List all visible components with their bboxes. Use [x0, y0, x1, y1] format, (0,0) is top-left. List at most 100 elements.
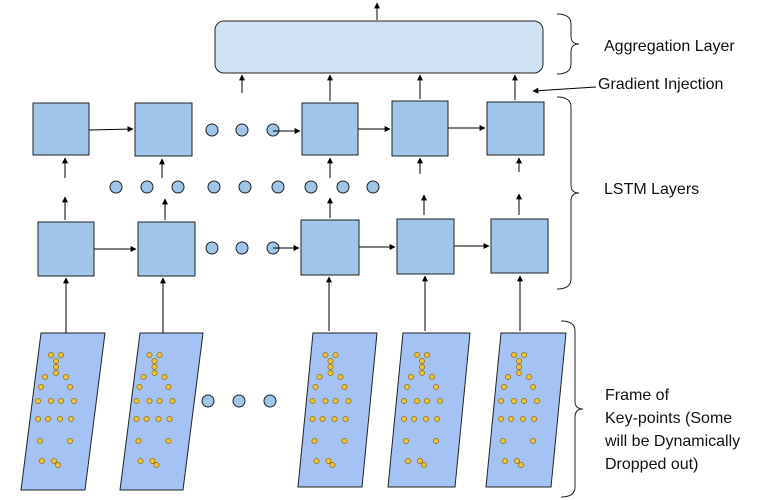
- aggregation-bracket: [556, 13, 580, 75]
- lstm-bracket: [556, 96, 580, 290]
- keypoint-dot: [133, 416, 140, 422]
- keypoint-dot: [153, 462, 160, 468]
- keypoint-dot: [341, 384, 348, 390]
- keypoint-frame: [485, 332, 567, 488]
- keypoint-dot: [516, 364, 522, 370]
- ellipsis-dot: [235, 241, 249, 255]
- keypoint-dot: [411, 416, 417, 422]
- lstm-cell-upper: [391, 100, 449, 157]
- brackets: [556, 13, 584, 498]
- ellipsis-dot: [140, 180, 154, 194]
- keypoint-dot: [501, 384, 507, 390]
- lstm-cell-lower: [490, 218, 549, 274]
- lstm-cell-lower: [396, 218, 455, 275]
- keypoint-dot: [133, 398, 140, 404]
- keypoint-dot: [514, 458, 520, 464]
- ellipsis-dots: [109, 123, 380, 408]
- keypoint-dot: [42, 374, 48, 380]
- ellipsis-dot: [235, 123, 249, 137]
- lstm-cell-upper: [486, 101, 545, 156]
- keypoint-dot: [143, 416, 150, 422]
- keypoint-dot: [327, 370, 334, 376]
- keypoint-dot: [498, 398, 504, 404]
- keypoint-dot: [403, 438, 409, 444]
- keypoint-dot: [161, 374, 168, 380]
- keypoint-dot: [429, 374, 435, 380]
- keypoint-dot: [155, 416, 162, 422]
- keypoint-dot: [419, 370, 425, 376]
- keypoint-dot: [508, 416, 514, 422]
- keypoint-dot: [53, 358, 59, 364]
- keypoint-dot: [521, 398, 527, 404]
- keypoint-dot: [520, 416, 526, 422]
- keypoint-dot: [63, 374, 69, 380]
- keypoint-dot: [408, 374, 414, 380]
- keypoint-dot: [57, 416, 63, 422]
- keypoint-dot: [149, 458, 156, 464]
- keypoint-dot: [35, 416, 41, 422]
- ellipsis-dot: [201, 394, 215, 408]
- gradient-injection-label: Gradient Injection: [598, 76, 724, 93]
- lstm-cell-upper: [301, 102, 359, 156]
- ellipsis-dot: [109, 180, 123, 194]
- keypoint-dot: [419, 364, 425, 370]
- keypoint-dot: [166, 416, 173, 422]
- keypoint-dot: [313, 458, 320, 464]
- keypoint-dot: [500, 438, 506, 444]
- frame-label-line: will be Dynamically: [605, 433, 741, 450]
- keypoint-dot: [526, 374, 532, 380]
- keypoint-dot: [434, 416, 440, 422]
- lstm-cell-upper: [32, 102, 90, 156]
- keypoint-dot: [55, 462, 61, 468]
- keypoint-dot: [37, 438, 43, 444]
- lstm-cell-upper: [134, 102, 193, 157]
- ellipsis-dot: [266, 123, 280, 137]
- keypoint-dot: [530, 384, 536, 390]
- ellipsis-dot: [304, 180, 318, 194]
- keypoint-dot: [140, 374, 147, 380]
- keypoint-dot: [502, 458, 508, 464]
- arrow: [532, 86, 597, 94]
- keypoint-dot: [521, 352, 527, 358]
- keypoint-dot: [417, 458, 423, 464]
- keypoint-frame: [387, 332, 471, 488]
- keypoint-dot: [156, 398, 163, 404]
- keypoint-dot: [316, 374, 323, 380]
- keypoint-dot: [419, 358, 425, 364]
- ellipsis-dot: [205, 241, 219, 255]
- arrow: [88, 126, 134, 133]
- keypoint-dot: [151, 364, 158, 370]
- keypoint-dot: [136, 384, 143, 390]
- keypoint-dot: [433, 438, 439, 444]
- keypoint-dot: [341, 438, 348, 444]
- keypoint-dot: [165, 438, 172, 444]
- keypoint-dot: [319, 416, 326, 422]
- keypoint-dot: [322, 352, 329, 358]
- keypoint-dot: [311, 438, 318, 444]
- keypoint-dot: [58, 352, 64, 358]
- ellipsis-dot: [366, 180, 380, 194]
- aggregation-layer-label: Aggregation Layer: [604, 38, 735, 55]
- keypoint-dot: [414, 398, 420, 404]
- keypoint-dot: [58, 398, 64, 404]
- keypoint-dot: [137, 458, 144, 464]
- keypoint-dot: [332, 398, 339, 404]
- keypoint-dot: [71, 398, 77, 404]
- keypoint-dot: [48, 352, 54, 358]
- keypoint-dot: [156, 352, 163, 358]
- keypoint-dot: [67, 384, 73, 390]
- lstm-cell-lower: [137, 221, 196, 277]
- keypoint-dot: [516, 370, 522, 376]
- keypoint-dot: [437, 398, 443, 404]
- keypoint-frame: [119, 332, 204, 491]
- keypoint-dot: [531, 416, 537, 422]
- frame-panel: [485, 332, 567, 488]
- ellipsis-dot: [205, 123, 219, 137]
- keypoint-dot: [342, 416, 349, 422]
- ellipsis-dot: [336, 180, 350, 194]
- keypoint-dot: [67, 438, 73, 444]
- connection-arrows: [62, 2, 597, 333]
- frames-bracket: [560, 320, 584, 498]
